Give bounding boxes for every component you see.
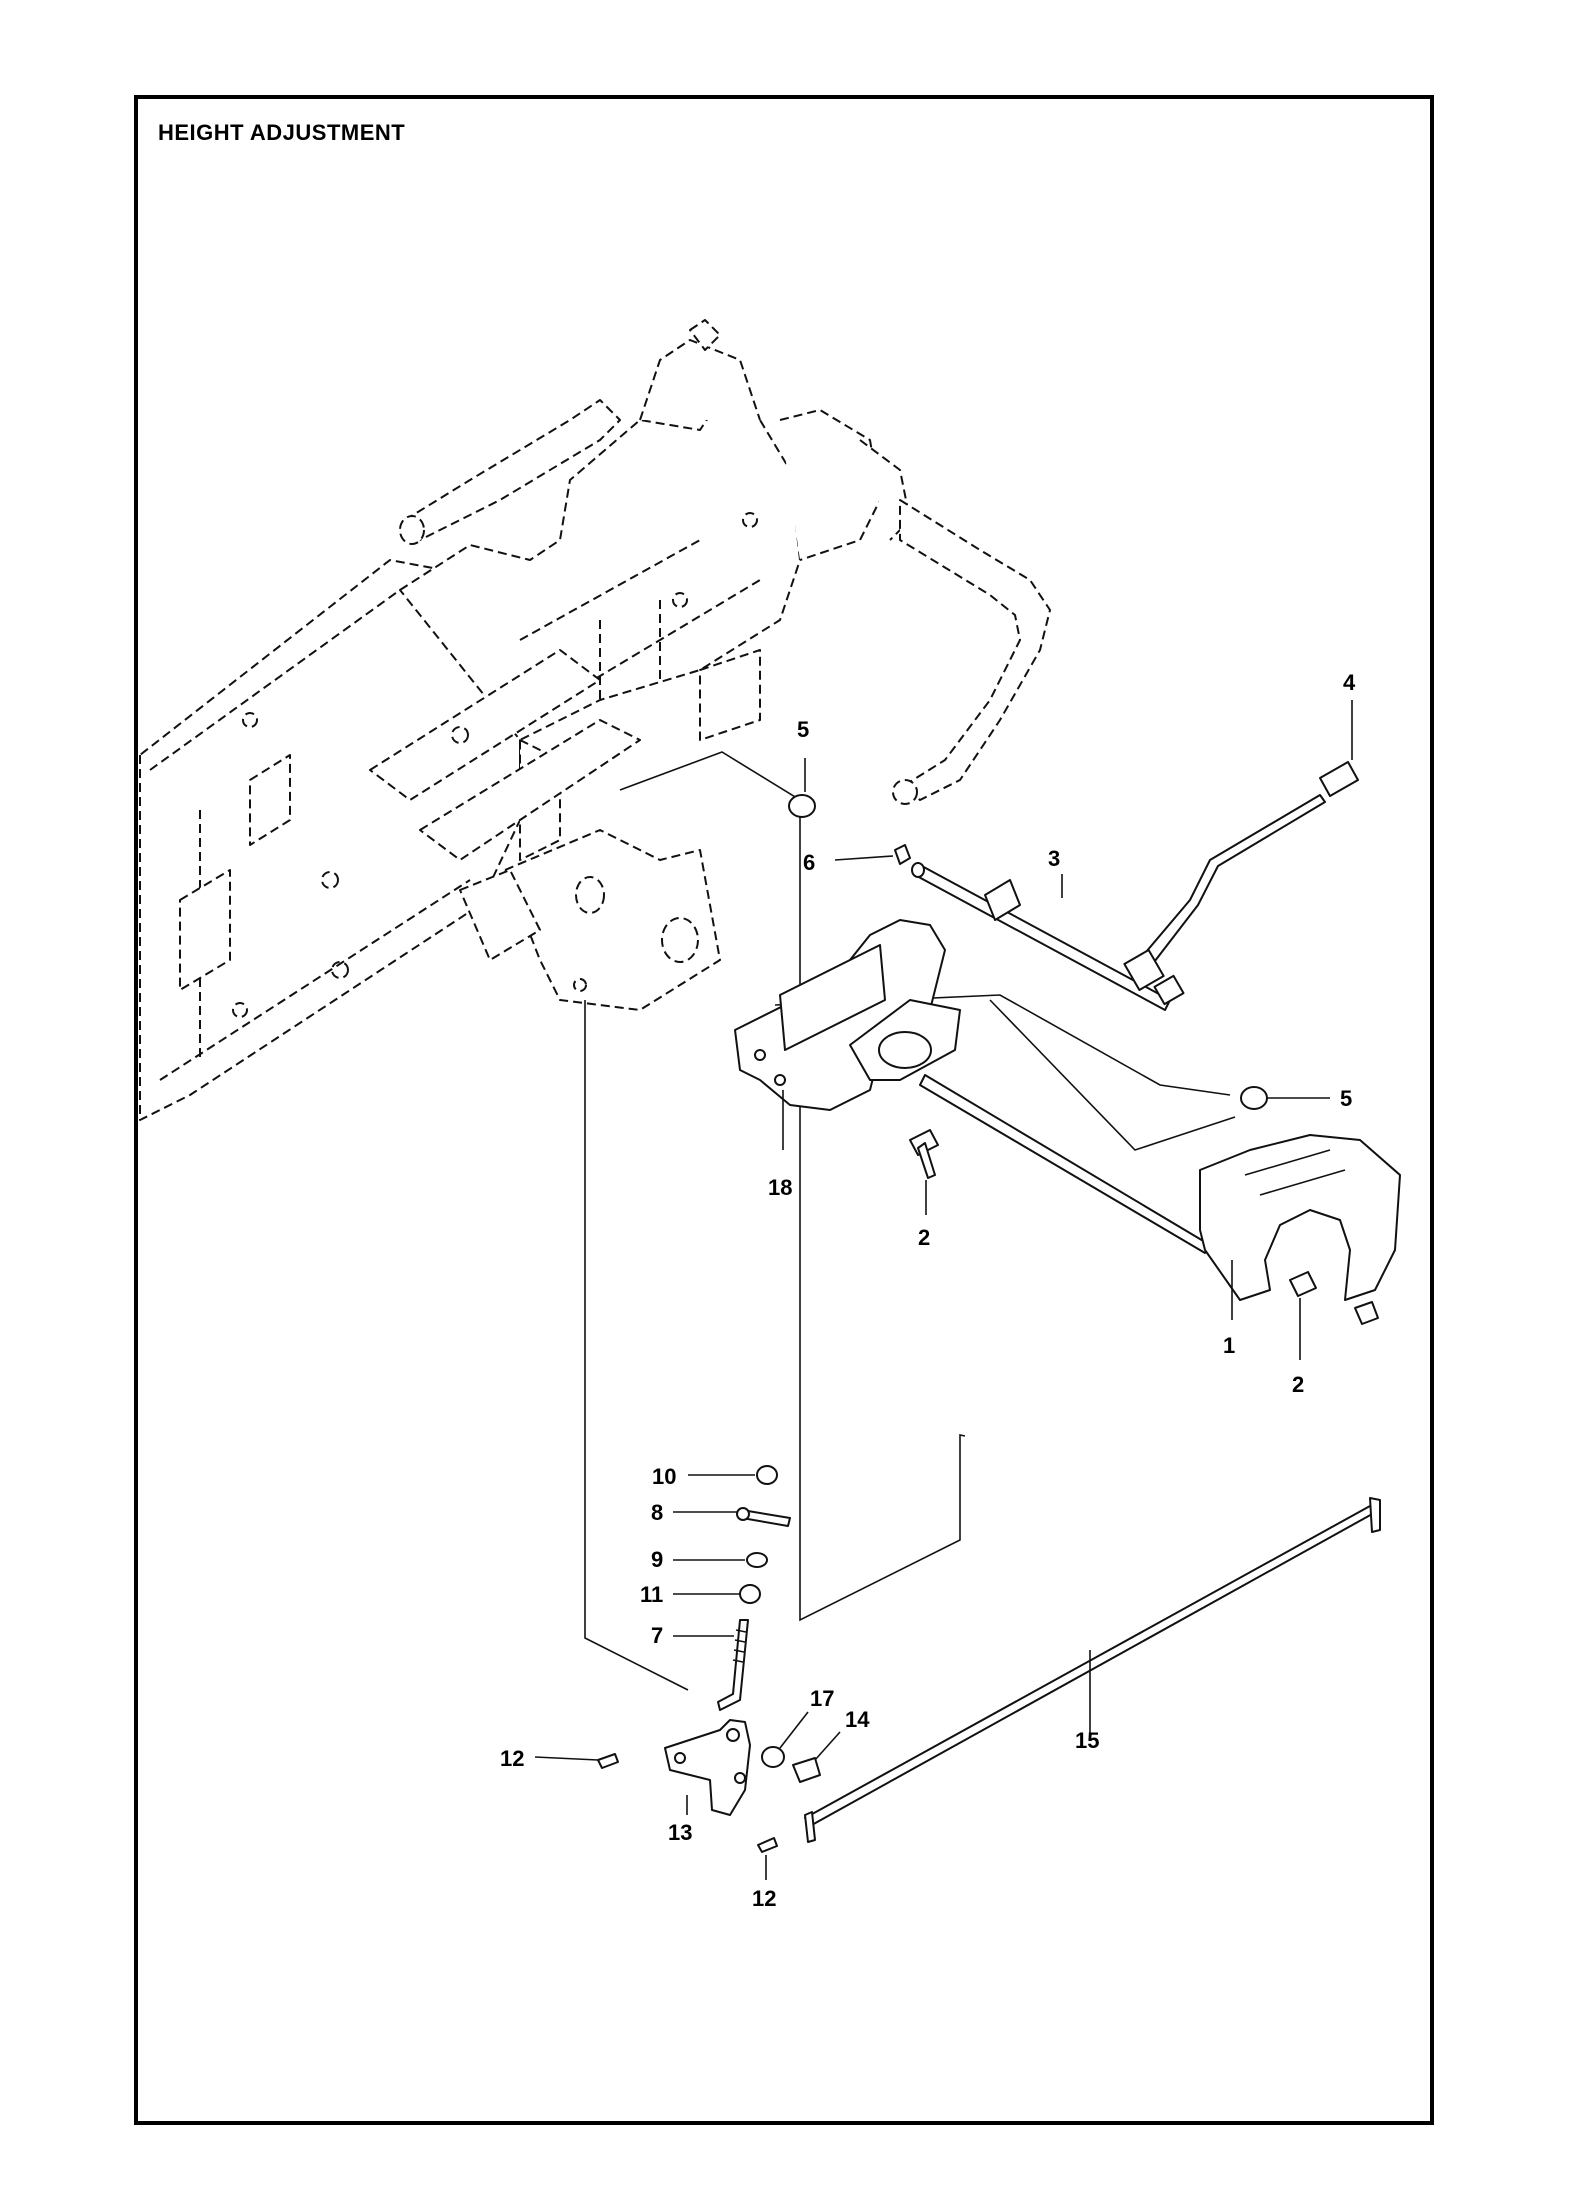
callout-17: 17 (810, 1686, 834, 1711)
bolt-part-2 (909, 1129, 1379, 1325)
callout-9: 9 (651, 1547, 663, 1572)
lift-arm-part-13 (664, 1719, 751, 1816)
callout-2-upper: 2 (918, 1225, 930, 1250)
leader-lines (534, 700, 1353, 1880)
pin-stack-parts-7-11 (717, 1465, 791, 1711)
shaft-part-3 (911, 862, 1171, 1011)
diagram-frame (134, 95, 1434, 2125)
nut-part-10 (756, 1465, 778, 1485)
rod-part-7 (717, 1619, 749, 1711)
callout-1: 1 (1223, 1333, 1235, 1358)
bolt-part-14 (792, 1757, 821, 1783)
cotter-pin-part-12-lower (757, 1837, 778, 1853)
callout-12-lower: 12 (752, 1886, 776, 1911)
cotter-pin-part-12 (597, 1753, 619, 1769)
callout-10: 10 (652, 1464, 676, 1489)
washer-part-9 (746, 1552, 768, 1568)
callout-18: 18 (768, 1175, 792, 1200)
callout-labels: 5 6 3 4 5 18 2 1 2 10 8 9 11 7 17 14 15 … (500, 670, 1356, 1911)
nut-part-11 (739, 1584, 761, 1604)
callout-6: 6 (803, 850, 815, 875)
callout-14: 14 (845, 1707, 870, 1732)
callout-15: 15 (1075, 1728, 1099, 1753)
washer-part-17 (761, 1746, 785, 1768)
callout-3: 3 (1048, 846, 1060, 871)
callout-13: 13 (668, 1820, 692, 1845)
callout-5-right: 5 (1340, 1086, 1352, 1111)
bracket-part-18 (734, 919, 961, 1111)
callout-7: 7 (651, 1623, 663, 1648)
callout-4: 4 (1343, 670, 1356, 695)
callout-11: 11 (640, 1582, 663, 1607)
callout-5-top: 5 (797, 717, 809, 742)
guide-part-1 (919, 1074, 1401, 1301)
lever-part-4 (1123, 761, 1359, 1006)
callout-12-left: 12 (500, 1746, 524, 1771)
callout-8: 8 (651, 1500, 663, 1525)
callout-2-lower: 2 (1292, 1372, 1304, 1397)
clip-part-6 (894, 844, 911, 865)
page-title: HEIGHT ADJUSTMENT (158, 120, 406, 145)
rod-part-15 (804, 1497, 1381, 1843)
chassis-frame (139, 319, 1051, 1121)
